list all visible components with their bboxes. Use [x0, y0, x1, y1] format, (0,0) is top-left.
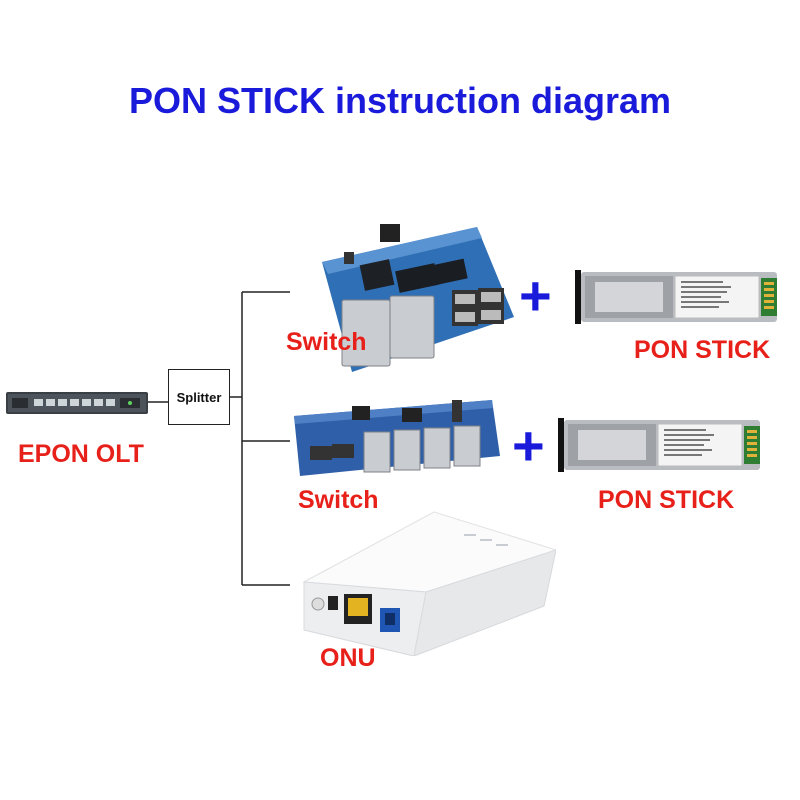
page-title: PON STICK instruction diagram [128, 80, 672, 121]
onu-device-image [302, 511, 556, 656]
olt-device-image [6, 392, 148, 414]
splitter-box: Splitter [168, 369, 230, 425]
switch-1-board-image [322, 224, 514, 372]
onu-label: ONU [320, 644, 376, 672]
pon-stick-2-image [558, 418, 760, 472]
plus-sign-2: + [512, 414, 545, 477]
splitter-label: Splitter [176, 389, 222, 405]
plus-sign-1: + [519, 264, 552, 327]
switch-1-label: Switch [286, 328, 367, 356]
switch-2-board-image [294, 400, 500, 476]
pon-stick-1-image [575, 270, 777, 324]
switch-2-label: Switch [298, 486, 379, 514]
pon-stick-2-label: PON STICK [598, 486, 735, 514]
olt-label: EPON OLT [18, 440, 144, 468]
pon-stick-1-label: PON STICK [634, 336, 771, 364]
